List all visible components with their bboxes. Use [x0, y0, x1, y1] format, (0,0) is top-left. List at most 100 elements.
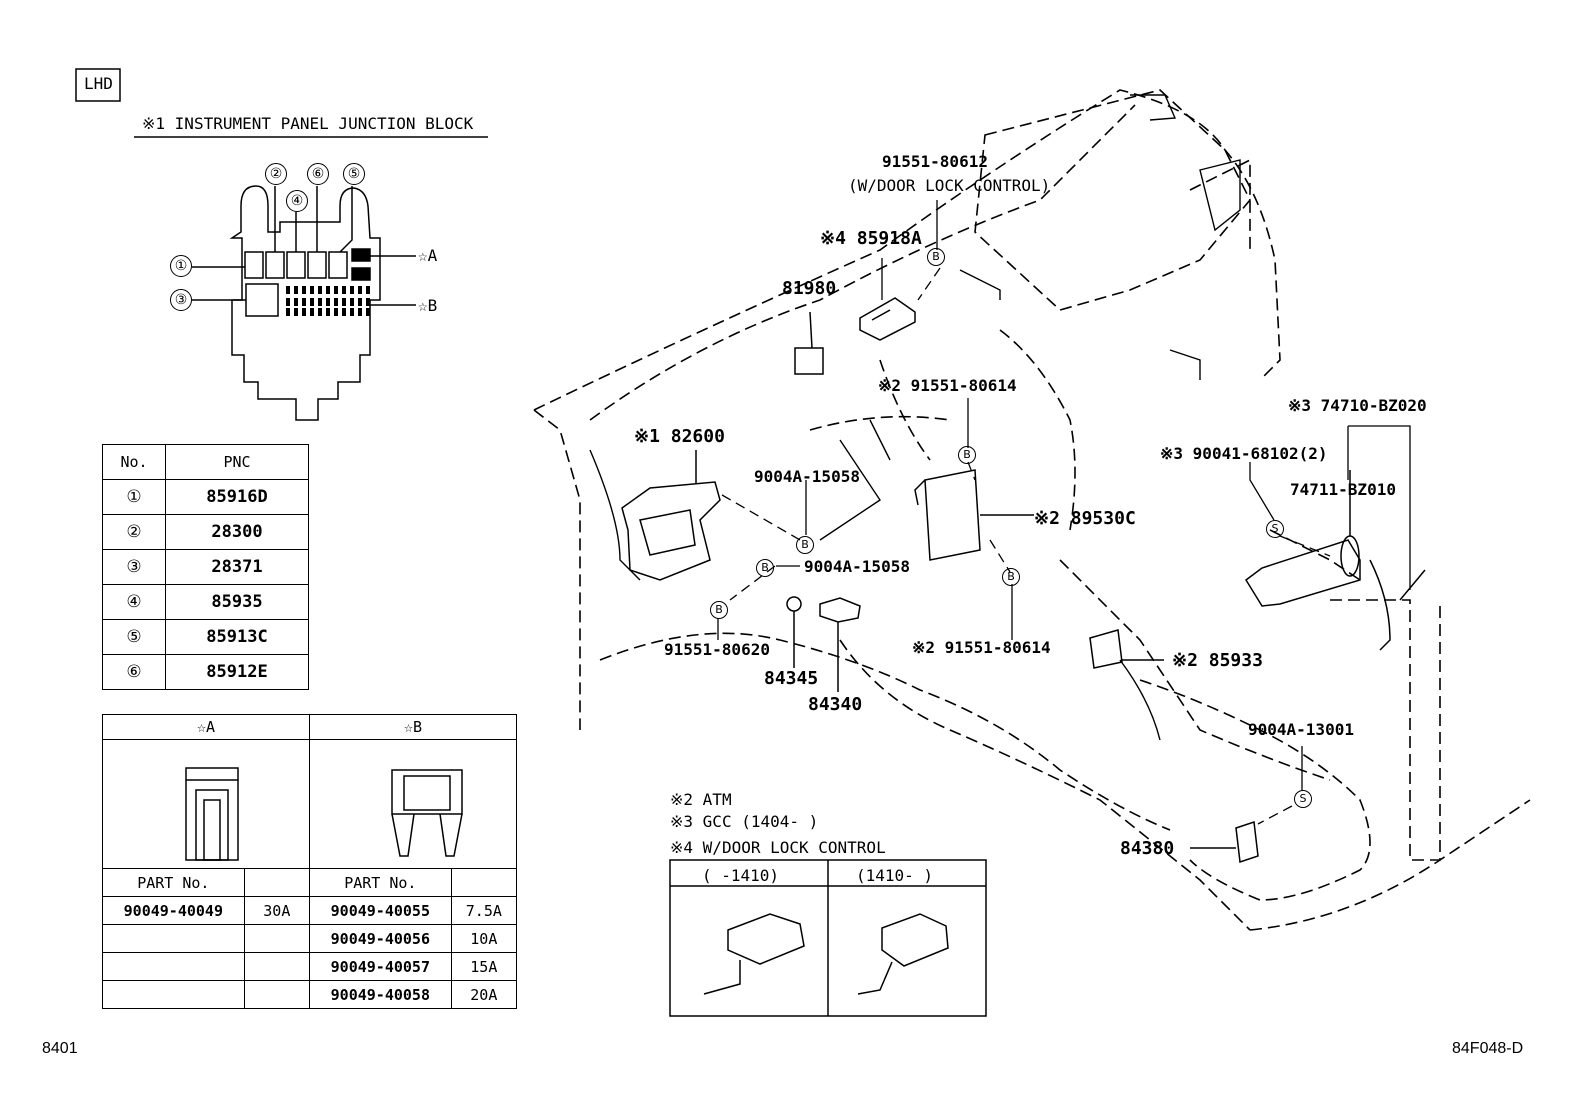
fuse-a-image-cell [102, 739, 310, 869]
part-84345-shape [786, 596, 802, 668]
junction-block-drawing [192, 185, 416, 421]
part-label-91551-80620: 91551-80620 [664, 640, 770, 659]
fuse-b-image-cell [309, 739, 517, 869]
note-2: ※2 ATM [670, 790, 732, 809]
bolt-marker: B [1002, 568, 1020, 586]
fuse-b-amp: 7.5A [450, 896, 518, 925]
callout-2: ② [265, 163, 287, 185]
part-84340-shape [819, 597, 861, 692]
row-no: ② [102, 514, 166, 550]
pnc-header-no: No. [102, 444, 166, 480]
part-label-9004a-15058-bottom: 9004A-15058 [804, 557, 910, 576]
empty-cell [243, 924, 311, 953]
empty-cell [102, 980, 245, 1009]
part-label-91551-80614-top: ※2 91551-80614 [878, 376, 1017, 395]
callout-6: ⑥ [307, 163, 329, 185]
part-label-91551-80612: 91551-80612 [882, 152, 988, 171]
fuse-b-amp: 20A [450, 980, 518, 1009]
screw-marker: S [1266, 520, 1284, 538]
row-pnc: 85916D [165, 479, 309, 515]
part-label-85933: ※2 85933 [1172, 650, 1263, 671]
row-pnc: 85912E [165, 654, 309, 690]
screw-marker: S [1294, 790, 1312, 808]
fuse-table: ☆A ☆B PART No. PART No. 90049-40049 30A … [102, 714, 518, 1009]
part-85933-shape [1089, 629, 1164, 669]
fuse-b-part: 90049-40058 [309, 980, 452, 1009]
table-row: 90049-40057 15A [102, 952, 518, 981]
callout-1: ① [170, 255, 192, 277]
part-label-74711-bz010: 74711-BZ010 [1290, 480, 1396, 499]
variant-col-2: (1410- ) [856, 866, 934, 885]
fuse-a-part-header: PART No. [102, 868, 245, 897]
part-85918a-shape [859, 297, 916, 341]
fuse-a-amp: 30A [243, 896, 311, 925]
star-b-label: ☆B [418, 296, 438, 315]
connector-variant-box [669, 859, 987, 1017]
note-4: ※4 W/DOOR LOCK CONTROL [670, 838, 886, 857]
pnc-header-pnc: PNC [165, 444, 309, 480]
dashboard-outline [533, 89, 1531, 931]
fuse-col-b-header: ☆B [309, 714, 517, 740]
part-label-84345: 84345 [764, 668, 819, 689]
row-pnc: 85913C [165, 619, 309, 655]
fuse-b-part: 90049-40057 [309, 952, 452, 981]
part-label-89530c: ※2 89530C [1034, 508, 1136, 529]
part-84380-shape [1190, 820, 1259, 864]
part-82600-shape [621, 450, 721, 581]
empty-cell [243, 952, 311, 981]
part-label-82600: ※1 82600 [634, 426, 725, 447]
part-label-84380: 84380 [1120, 838, 1175, 859]
bolt-marker: B [756, 559, 774, 577]
row-pnc: 28300 [165, 514, 309, 550]
callout-5: ⑤ [343, 163, 365, 185]
row-no: ③ [102, 549, 166, 585]
dashboard-detail [589, 94, 1241, 741]
row-pnc: 28371 [165, 549, 309, 585]
table-row: 90049-40058 20A [102, 980, 518, 1009]
bolt-marker: B [796, 536, 814, 554]
part-label-81980: 81980 [782, 278, 837, 299]
door-lock-note: (W/DOOR LOCK CONTROL) [848, 176, 1051, 195]
empty-cell [102, 952, 245, 981]
lhd-label: LHD [84, 74, 113, 93]
fuse-b-part: 90049-40055 [309, 896, 452, 925]
star-a-label: ☆A [418, 246, 438, 265]
fuse-b-amp: 15A [450, 952, 518, 981]
part-label-91551-80614-bottom: ※2 91551-80614 [912, 638, 1051, 657]
fuse-a-amp-header [243, 868, 311, 897]
part-81980-shape [794, 311, 824, 375]
fuse-a-part: 90049-40049 [102, 896, 245, 925]
part-label-9004a-15058-top: 9004A-15058 [754, 467, 860, 486]
table-row: 90049-40049 30A 90049-40055 7.5A [102, 896, 518, 925]
row-no: ⑤ [102, 619, 166, 655]
footer-right-code: 84F048-D [1452, 1040, 1524, 1057]
variant-col-1: ( -1410) [702, 866, 780, 885]
bolt-marker: B [927, 248, 945, 266]
callout-3: ③ [170, 289, 192, 311]
table-row: 90049-40056 10A [102, 924, 518, 953]
fuse-b-part: 90049-40056 [309, 924, 452, 953]
row-no: ⑥ [102, 654, 166, 690]
empty-cell [243, 980, 311, 1009]
note-3: ※3 GCC (1404- ) [670, 812, 819, 831]
part-label-9004a-13001: 9004A-13001 [1248, 720, 1354, 739]
part-label-85918a: ※4 85918A [820, 228, 922, 249]
part-label-90041-68102: ※3 90041-68102(2) [1160, 444, 1328, 463]
part-74710-shape [1245, 470, 1426, 651]
part-label-74710-bz020: ※3 74710-BZ020 [1288, 396, 1427, 415]
bolt-marker: B [958, 446, 976, 464]
fuse-b-amp-header [450, 868, 518, 897]
junction-block-title: ※1 INSTRUMENT PANEL JUNCTION BLOCK [142, 114, 474, 133]
part-89530c-shape [914, 469, 1034, 561]
footer-left-code: 8401 [42, 1040, 78, 1057]
callout-4: ④ [286, 190, 308, 212]
fuse-b-part-header: PART No. [309, 868, 452, 897]
row-pnc: 85935 [165, 584, 309, 620]
part-label-84340: 84340 [808, 694, 863, 715]
